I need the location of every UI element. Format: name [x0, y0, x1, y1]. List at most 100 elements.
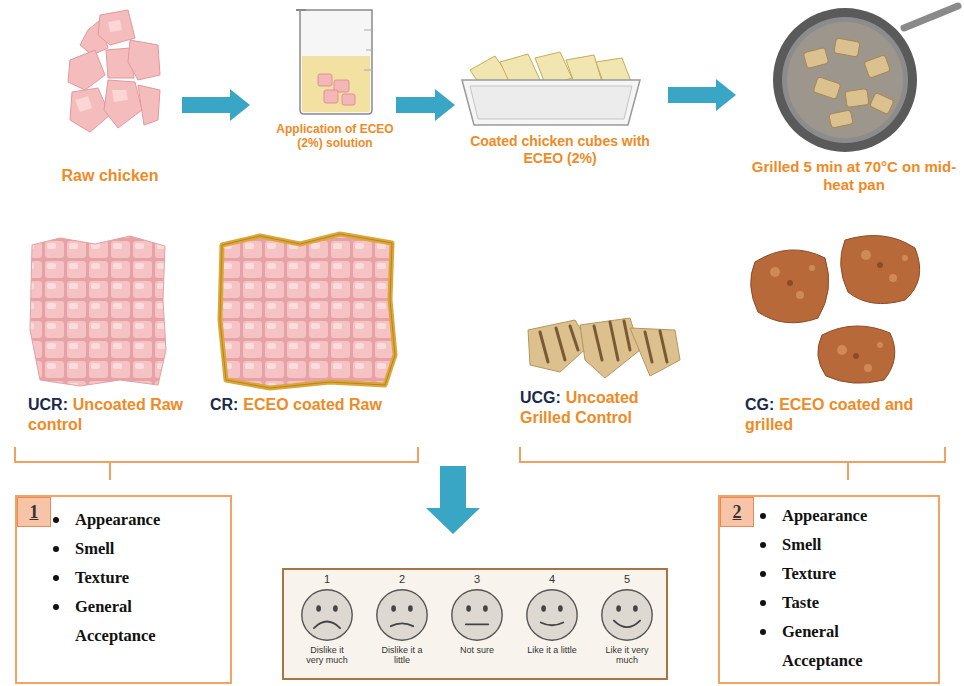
face-eye [466, 605, 471, 612]
face-mouth [466, 623, 488, 625]
sample-code: CG: [745, 396, 774, 413]
coated-tray-photo-part [470, 86, 632, 119]
coated-raw-photo [220, 234, 395, 388]
uncoated-grilled-photo [528, 318, 680, 378]
face-eye [541, 605, 546, 612]
raw-chicken-photo-part [104, 80, 142, 128]
step-node: Application of ECEO (2%) solution [270, 0, 400, 151]
sample-node: UCR:Uncoated Raw control [28, 235, 200, 435]
face-eye [316, 605, 321, 612]
face-icon [524, 587, 580, 643]
attribute-box: AppearanceSmellTextureTasteGeneral Accep… [718, 495, 940, 684]
face-outline [602, 590, 652, 640]
beaker-photo-part-part [342, 94, 355, 105]
coated-grilled-photo-part-part [877, 342, 883, 348]
scale-caption: Like it very much [602, 645, 652, 666]
grill-pan-photo-part-part [813, 77, 841, 100]
sample-node: UCG:Uncoated Grilled Control [520, 300, 682, 428]
face-icon [599, 587, 655, 643]
step-caption: Coated chicken cubes with ECEO (2%) [460, 133, 660, 167]
coated-grilled-photo-part-part [837, 345, 847, 355]
flow-arrow [396, 89, 455, 121]
coated-grilled-photo-part-part [770, 267, 780, 277]
raw-chicken-photo-part [98, 10, 135, 45]
raw-chicken-photo-part [75, 96, 92, 112]
sample-node: CG:ECEO coated and grilled [745, 235, 940, 435]
sample-caption: CR:ECEO coated Raw [210, 395, 425, 415]
coated-grilled-photo-part [818, 326, 895, 383]
sample-caption: CG:ECEO coated and grilled [745, 395, 940, 435]
smiley-face: 2Dislike it a little [367, 573, 437, 666]
step-caption: Application of ECEO (2%) solution [270, 122, 400, 151]
smiley-face: 4Like it a little [517, 573, 587, 655]
scale-caption: Like it a little [527, 645, 577, 655]
sample-description: ECEO coated Raw [243, 396, 382, 413]
coated-grilled-photo-part-part [787, 280, 793, 286]
uncoated-grilled-photo-part-part [540, 326, 578, 362]
attribute-item: Appearance [75, 505, 202, 534]
face-mouth [614, 621, 640, 628]
scale-caption: Dislike it very much [302, 645, 352, 666]
group-bracket-part [520, 447, 945, 480]
coated-raw-photo-part [220, 234, 395, 388]
grill-pan-photo-part-part [829, 110, 853, 128]
sample-code: UCG: [520, 389, 561, 406]
face-outline [452, 590, 502, 640]
coated-grilled-photo-part-part [902, 255, 908, 261]
grill-pan-photo [773, 6, 958, 152]
face-eye [391, 605, 396, 612]
sample-caption: UCR:Uncoated Raw control [28, 395, 200, 435]
attribute-item: Texture [782, 559, 910, 588]
attribute-item: Smell [75, 534, 202, 563]
grill-pan-photo-part-part [870, 92, 894, 114]
scale-number: 5 [624, 573, 630, 586]
uncoated-grilled-photo-part-part [594, 321, 630, 360]
coated-grilled-photo-part [841, 236, 920, 304]
sample-code: UCR: [28, 396, 68, 413]
attribute-item: General Acceptance [782, 617, 910, 675]
group-bracket [15, 447, 945, 480]
grill-pan-photo-part-part [864, 55, 890, 78]
grill-pan-photo-part-part [803, 47, 828, 68]
face-mouth [314, 622, 340, 629]
uncoated-grilled-photo-part [528, 318, 680, 378]
coated-tray-photo-part [462, 80, 640, 125]
smiley-face: 1Dislike it very much [292, 573, 362, 666]
raw-chicken-photo [68, 10, 160, 132]
coated-grilled-photo-part-part [864, 364, 872, 372]
grill-pan-photo-part [787, 22, 903, 138]
beaker-photo-part [318, 74, 355, 105]
coated-raw-photo-part [220, 234, 395, 388]
attribute-item: Taste [782, 588, 910, 617]
uncoated-raw-photo [30, 236, 166, 386]
rating-scale-box: 1Dislike it very much2Dislike it a littl… [282, 568, 668, 680]
coated-grilled-photo-part [787, 262, 883, 359]
raw-chicken-photo-part [138, 85, 160, 125]
attribute-item: General Acceptance [75, 592, 202, 650]
face-outline [302, 590, 352, 640]
callout-number: 2 [733, 502, 742, 523]
coated-grilled-photo-part-part [861, 250, 871, 260]
face-outline [527, 590, 577, 640]
face-icon [299, 587, 355, 643]
face-icon [449, 587, 505, 643]
callout-number-box: 1 [17, 497, 51, 527]
flow-arrow [182, 89, 250, 121]
raw-chicken-photo-part [108, 20, 122, 32]
attribute-box: AppearanceSmellTextureGeneral Acceptance… [15, 495, 232, 684]
grill-pan-photo-part [782, 17, 908, 143]
beaker-photo-part [302, 56, 370, 112]
step-caption: Grilled 5 min at 70°C on mid-heat pan [748, 158, 960, 194]
uncoated-grilled-photo-part-part [630, 328, 680, 376]
coated-grilled-photo-part-part [809, 265, 815, 271]
coated-grilled-photo [751, 236, 920, 384]
face-icon [374, 587, 430, 643]
beaker-photo-part [364, 30, 372, 70]
uncoated-raw-photo-part [30, 236, 166, 386]
sample-node: CR:ECEO coated Raw [210, 235, 425, 415]
face-eye [633, 605, 638, 612]
uncoated-grilled-photo-part [540, 321, 667, 362]
face-mouth [391, 623, 413, 626]
beaker-photo-part [296, 9, 306, 11]
step-node: Grilled 5 min at 70°C on mid-heat pan [748, 0, 960, 194]
